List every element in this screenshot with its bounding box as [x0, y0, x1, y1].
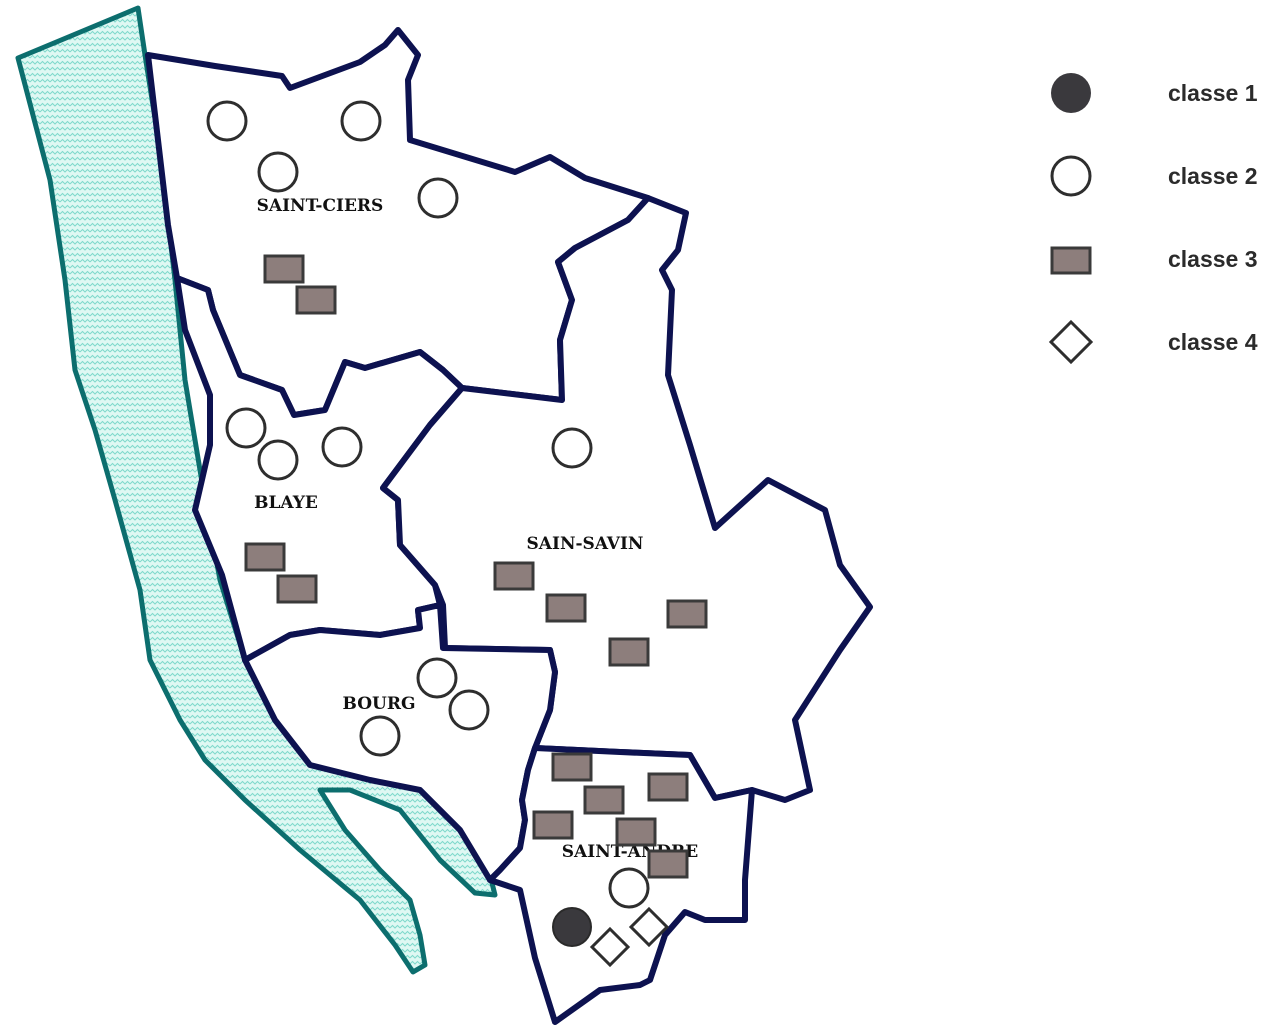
classe3-marker	[583, 785, 625, 815]
classe3-marker	[647, 849, 689, 879]
legend-classe1-label: classe 1	[1168, 80, 1258, 106]
classe2-marker	[321, 426, 363, 468]
classe2-marker	[340, 100, 382, 142]
classe3-marker	[615, 817, 657, 847]
classe3-marker	[263, 254, 305, 284]
classe2-marker	[206, 100, 248, 142]
legend-classe2-label: classe 2	[1168, 163, 1258, 189]
label-bourg: BOURG	[343, 694, 416, 714]
classe2-marker	[359, 715, 401, 757]
classe1-marker	[552, 907, 592, 947]
legend-classe1-icon	[1051, 73, 1091, 113]
label-blaye: BLAYE	[254, 493, 318, 513]
classe2-marker	[257, 151, 299, 193]
classe3-marker	[276, 574, 318, 604]
legend-classe3-label: classe 3	[1168, 246, 1258, 272]
legend-classe2-icon	[1050, 155, 1092, 197]
legend: classe 1 classe 2 classe 3 classe 4	[1048, 73, 1258, 365]
label-saint-ciers: SAINT-CIERS	[257, 196, 384, 216]
classe2-marker	[551, 427, 593, 469]
classe3-marker	[608, 637, 650, 667]
classe3-marker	[647, 772, 689, 802]
classe3-markers	[244, 254, 708, 879]
classe2-marker	[416, 657, 458, 699]
classe4-marker	[628, 906, 670, 948]
classe3-marker	[551, 752, 593, 782]
classe2-marker	[225, 407, 267, 449]
classe2-marker	[257, 439, 299, 481]
classe4-marker	[589, 926, 631, 968]
classe3-marker	[244, 542, 286, 572]
classe3-marker	[493, 561, 535, 591]
legend-classe4-icon	[1048, 319, 1094, 365]
legend-classe4-label: classe 4	[1168, 329, 1258, 355]
classe2-marker	[417, 177, 459, 219]
legend-classe3-icon	[1050, 246, 1092, 275]
classe2-marker	[608, 867, 650, 909]
classe2-markers	[206, 100, 650, 909]
classe3-marker	[545, 593, 587, 623]
classe3-marker	[532, 810, 574, 840]
classe3-marker	[295, 285, 337, 315]
classe4-markers	[589, 906, 670, 968]
classe2-marker	[448, 689, 490, 731]
classe3-marker	[666, 599, 708, 629]
label-sain-savin: SAIN-SAVIN	[527, 534, 644, 554]
